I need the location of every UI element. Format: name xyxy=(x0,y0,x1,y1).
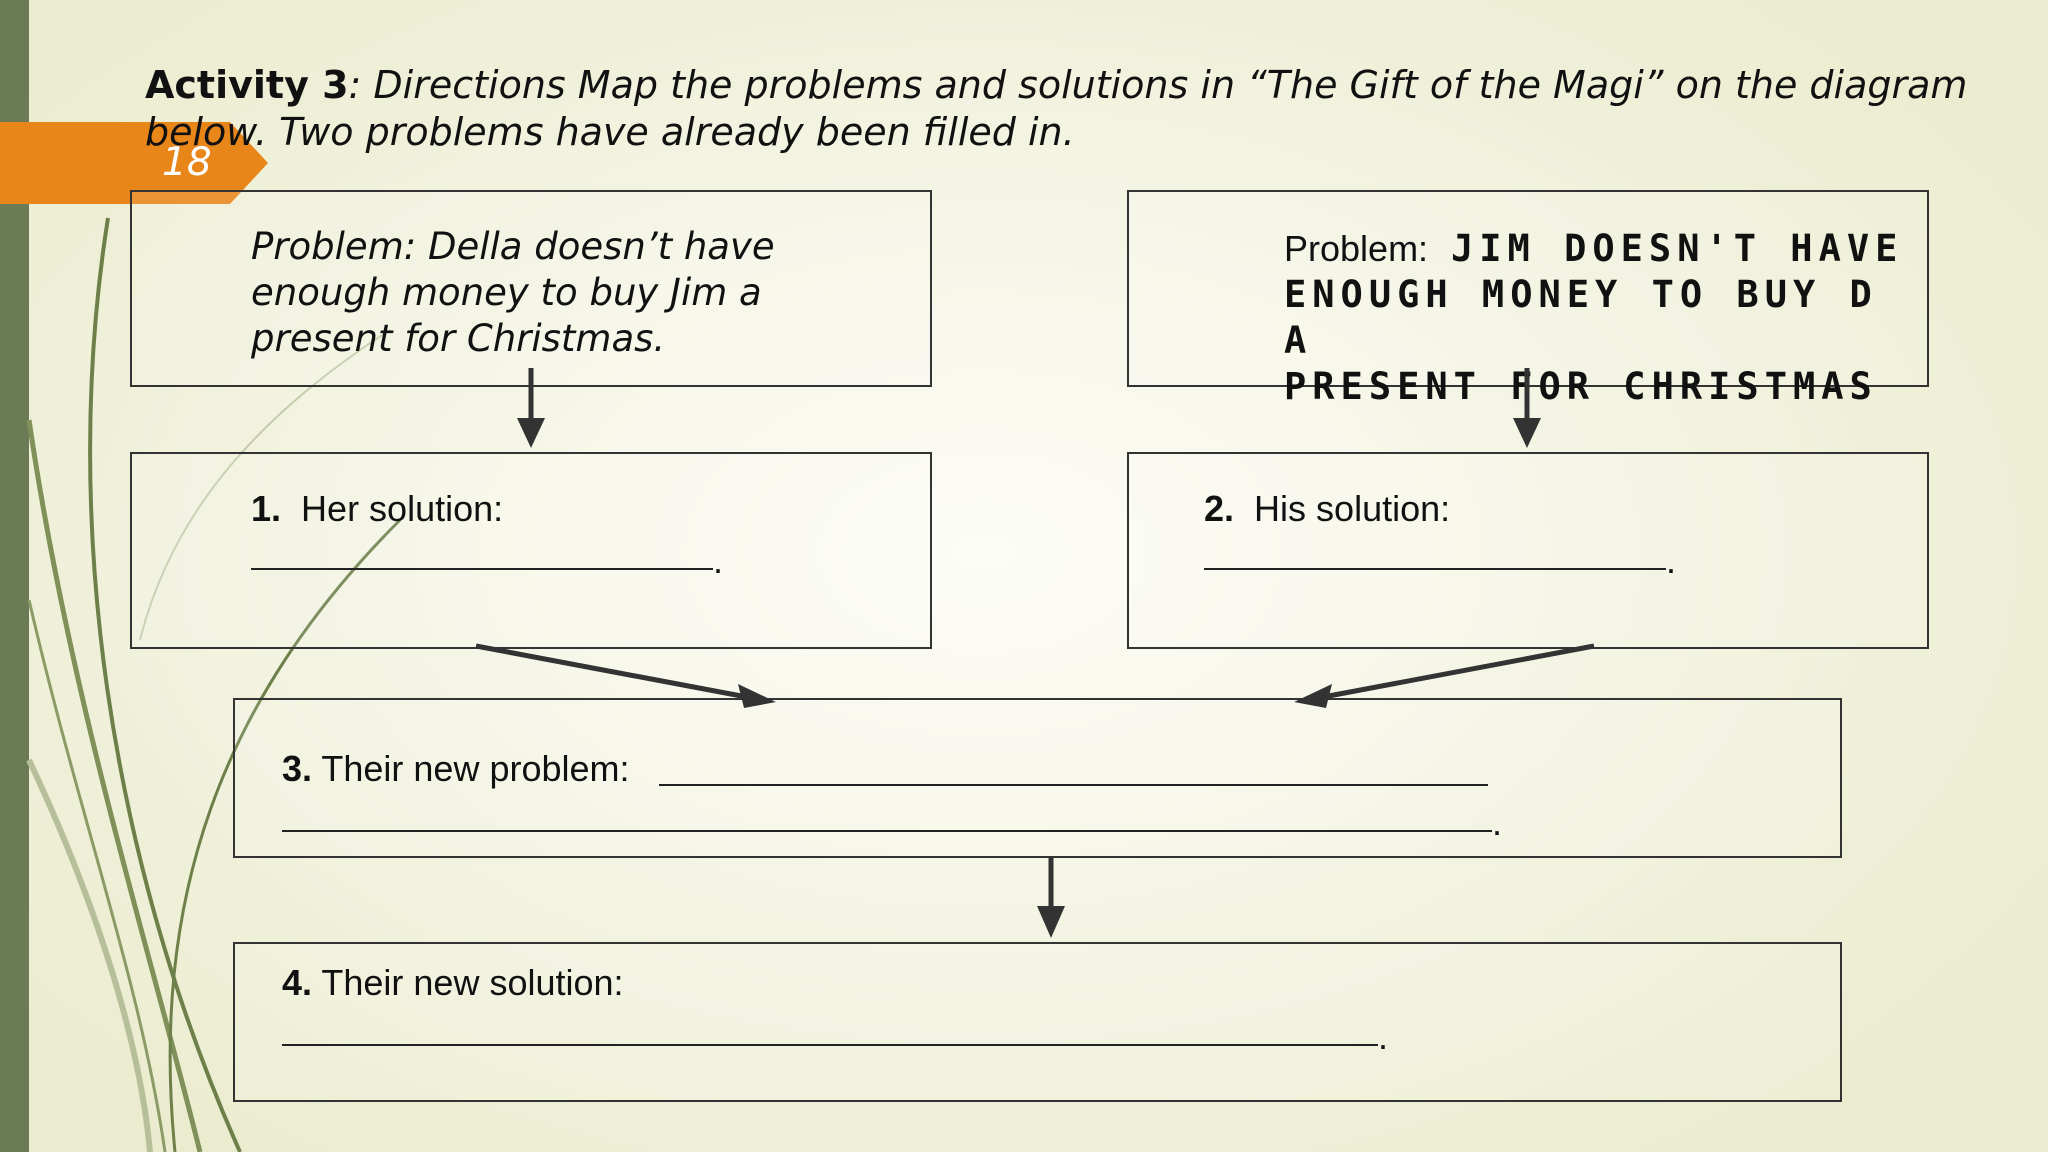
activity-directions: Activity 3: Directions Map the problems … xyxy=(145,63,1968,154)
slide-number-tab xyxy=(0,122,268,204)
new-solution-label: 4. Their new solution: xyxy=(282,962,624,1003)
new-problem-period: . xyxy=(1492,802,1503,843)
problem-jim-label: Problem: xyxy=(1284,228,1429,269)
her-solution-blank[interactable] xyxy=(251,568,713,570)
problem-jim-line-4: present for Christmas xyxy=(1284,365,1878,408)
activity-label: Activity 3 xyxy=(145,63,349,107)
his-solution-box xyxy=(1127,452,1929,649)
his-solution-period: . xyxy=(1666,540,1677,581)
her-solution-period: . xyxy=(713,540,724,581)
problem-jim-line-1: Jim doesn't have xyxy=(1451,227,1904,270)
new-solution-period: . xyxy=(1378,1016,1389,1057)
new-problem-blank-1[interactable] xyxy=(659,784,1488,786)
directions-text: Directions Map the problems and solution… xyxy=(145,63,1968,154)
slide-number: 18 xyxy=(162,140,212,185)
her-solution-box xyxy=(130,452,932,649)
his-solution-blank[interactable] xyxy=(1204,568,1666,570)
new-solution-box xyxy=(233,942,1842,1102)
problem-della-text: Problem: Della doesn’t have enough money… xyxy=(251,225,775,360)
problem-jim-line-3: a xyxy=(1284,319,1313,362)
problem-jim-line-2: enough money to buy D xyxy=(1284,273,1878,316)
new-solution-blank[interactable] xyxy=(282,1044,1378,1046)
her-solution-label: 1. Her solution: xyxy=(251,488,504,529)
his-solution-label: 2. His solution: xyxy=(1204,488,1451,529)
arrow-diag-right xyxy=(1317,643,1595,701)
arrow-diag-left xyxy=(475,643,753,701)
new-problem-blank-2[interactable] xyxy=(282,830,1492,832)
new-problem-label: 3. Their new problem: xyxy=(282,748,630,789)
